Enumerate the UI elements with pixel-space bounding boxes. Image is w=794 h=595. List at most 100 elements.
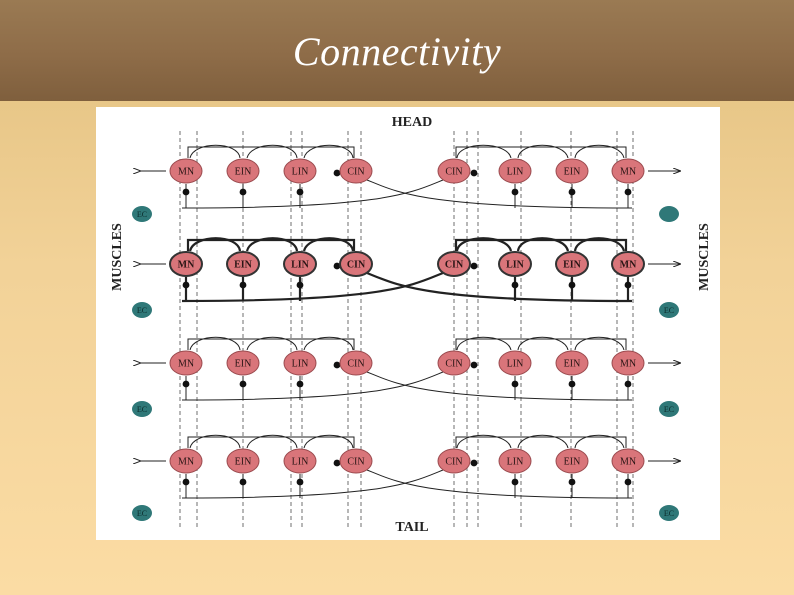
neuron-cin: CIN — [339, 350, 373, 376]
neuron-mn: MN — [169, 251, 203, 277]
ec-label: EC — [137, 509, 147, 518]
neuron-body — [437, 350, 471, 376]
neuron-label: CIN — [347, 167, 364, 178]
neuron-mn: MN — [611, 251, 645, 277]
neuron-mn: MN — [169, 350, 203, 376]
ec-node-right: EC — [659, 401, 679, 417]
connection-arc — [574, 434, 625, 449]
synapse-dot — [182, 380, 190, 388]
neuron-label: MN — [178, 457, 194, 468]
neuron-body — [611, 158, 645, 184]
commissural-axon-right — [181, 467, 449, 499]
synapse-dot — [511, 478, 519, 486]
synapse-dot — [182, 478, 190, 486]
commissural-axon-left — [361, 467, 633, 499]
neuron-lin: LIN — [498, 158, 532, 184]
neuron-mn: MN — [611, 448, 645, 474]
neuron-lin: LIN — [498, 350, 532, 376]
ec-node-right: EC — [659, 505, 679, 521]
connection-arc — [517, 144, 569, 159]
connection-arc — [245, 237, 299, 252]
connection-arc — [455, 146, 627, 158]
connection-arc — [302, 237, 355, 252]
neuron-cin: CIN — [437, 158, 471, 184]
connection-arc — [455, 338, 627, 350]
synapse-dot — [568, 380, 576, 388]
ec-label: EC — [137, 306, 147, 315]
neuron-cin: CIN — [339, 448, 373, 474]
synapse-dot — [296, 380, 304, 388]
connection-arc — [187, 146, 355, 158]
commissural-axon-right — [181, 177, 449, 209]
neuron-label: CIN — [347, 359, 364, 370]
neuron-label: MN — [178, 260, 195, 271]
connection-arc — [516, 237, 570, 252]
synapse-dot — [239, 478, 247, 486]
connection-arc — [189, 144, 241, 159]
commissural-axon-left — [361, 177, 633, 209]
connection-arc — [188, 237, 242, 252]
neuron-label: LIN — [292, 359, 309, 370]
neuron-body — [226, 251, 260, 277]
synapse-dot — [511, 188, 519, 196]
connection-arc — [456, 434, 512, 449]
neuron-cin: CIN — [437, 448, 471, 474]
neuron-body — [169, 350, 203, 376]
ec-node-left: EC — [132, 401, 152, 417]
neuron-ein: EIN — [226, 251, 260, 277]
neuron-lin: LIN — [498, 251, 532, 277]
synapse-dot — [333, 459, 341, 467]
neuron-label: LIN — [292, 167, 309, 178]
neuron-label: LIN — [507, 359, 524, 370]
ec-node-right: EC — [659, 302, 679, 318]
neuron-mn: MN — [169, 158, 203, 184]
neuron-body — [226, 350, 260, 376]
ec-body — [659, 302, 679, 318]
head-label: HEAD — [392, 115, 432, 130]
neuron-label: CIN — [347, 260, 366, 271]
neuron-label: EIN — [235, 167, 252, 178]
synapse-dot — [624, 380, 632, 388]
neuron-body — [339, 158, 373, 184]
connection-arc — [186, 238, 356, 251]
neuron-label: MN — [620, 167, 636, 178]
neuron-label: CIN — [445, 260, 464, 271]
neuron-body — [169, 158, 203, 184]
synapse-dot — [511, 380, 519, 388]
ec-body — [132, 206, 152, 222]
ec-node-left: EC — [132, 206, 152, 222]
connection-arc — [303, 144, 354, 159]
neuron-lin: LIN — [498, 448, 532, 474]
ec-body — [659, 505, 679, 521]
connection-arc — [246, 434, 298, 449]
neuron-body — [555, 158, 589, 184]
synapse-dot — [296, 281, 304, 289]
neuron-label: MN — [620, 260, 637, 271]
neuron-body — [437, 448, 471, 474]
connection-arc — [517, 336, 569, 351]
neuron-label: MN — [620, 359, 636, 370]
synapse-dot — [239, 281, 247, 289]
neuron-body — [555, 448, 589, 474]
neuron-body — [437, 251, 471, 277]
neuron-label: CIN — [445, 359, 462, 370]
commissural-axon-right — [181, 269, 449, 303]
connectivity-diagram: MN EIN LIN CIN CIN LIN EIN MN EC MN EIN LIN CIN CIN LI… — [96, 107, 720, 540]
neuron-body — [169, 448, 203, 474]
neuron-label: LIN — [292, 457, 309, 468]
synapse-dot — [296, 188, 304, 196]
synapse-dot — [239, 380, 247, 388]
neuron-cin: CIN — [339, 158, 373, 184]
neuron-label: LIN — [507, 167, 524, 178]
connection-arc — [456, 336, 512, 351]
neuron-ein: EIN — [555, 448, 589, 474]
connection-arc — [189, 434, 241, 449]
neuron-label: LIN — [506, 260, 525, 271]
neuron-body — [283, 448, 317, 474]
neuron-label: CIN — [445, 457, 462, 468]
ec-node-left: EC — [132, 302, 152, 318]
muscles-label-left: MUSCLES — [110, 223, 125, 291]
